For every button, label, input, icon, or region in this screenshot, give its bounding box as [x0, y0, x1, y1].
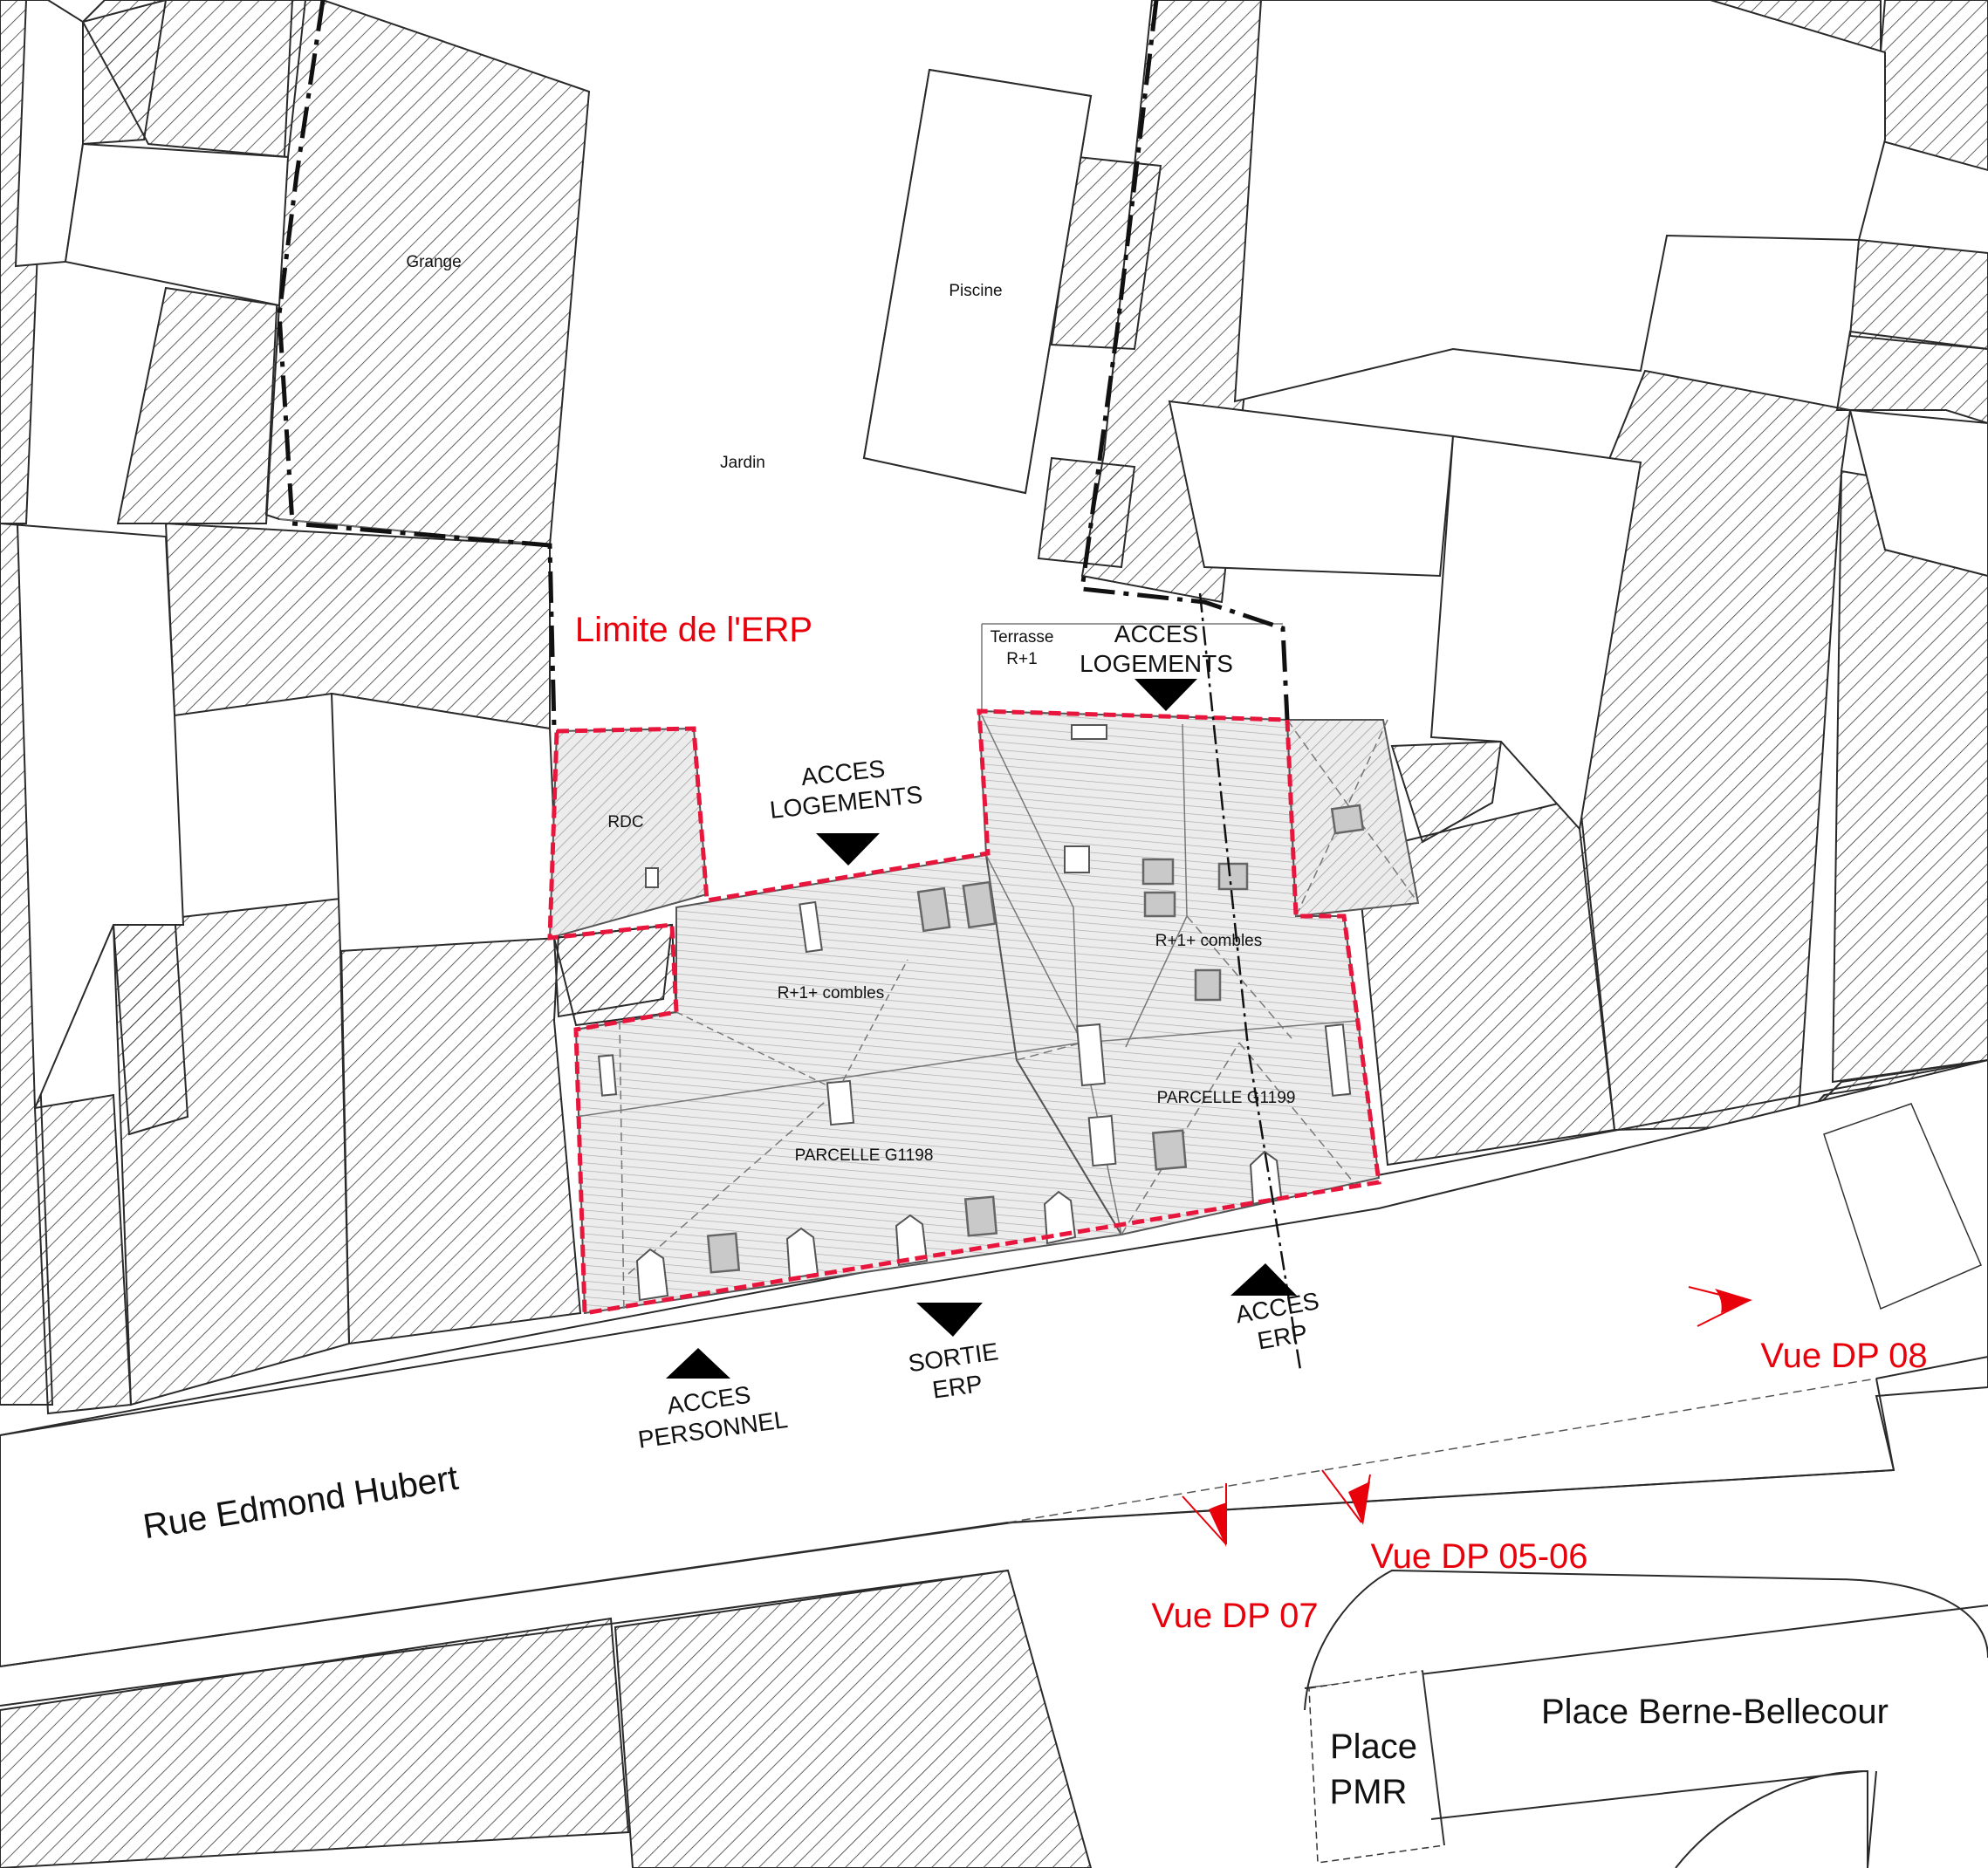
terrasse-label: Terrasse: [991, 628, 1054, 647]
roof-windows: [706, 804, 1365, 1274]
erp-limit-label: Limite de l'ERP: [575, 611, 812, 649]
piscine-outline: [862, 68, 1093, 495]
parcel-g1199-label: PARCELLE G1199: [1157, 1089, 1296, 1107]
crosswalk: [1823, 1103, 1982, 1310]
access-arrow-icon: [666, 1348, 730, 1379]
project-buildings: [548, 623, 1420, 1315]
access-arrows: [666, 679, 1297, 1379]
streets: [0, 1058, 1988, 1868]
parcel-g1198-label: PARCELLE G1198: [795, 1146, 934, 1165]
view-dp07-label: Vue DP 07: [1151, 1597, 1318, 1635]
place-name-label: Place Berne-Bellecour: [1541, 1693, 1889, 1731]
pmr-place-line1: Place: [1330, 1728, 1417, 1766]
view-direction-icon: [1321, 1469, 1371, 1525]
access-arrow-icon: [1231, 1263, 1297, 1296]
access-logements-north-line2: LOGEMENTS: [1080, 650, 1233, 677]
terrasse-level-label: R+1: [1006, 650, 1037, 668]
view-dp0506-label: Vue DP 05-06: [1370, 1537, 1587, 1576]
dormers: [635, 1150, 1283, 1302]
rdc-label: RDC: [607, 813, 643, 831]
access-logements-north-line1: ACCES: [1114, 620, 1198, 647]
erp-limit-outline: [547, 708, 1381, 1316]
jardin-label: Jardin: [720, 454, 765, 472]
access-arrow-icon: [916, 1303, 983, 1337]
view-dp08-label: Vue DP 08: [1760, 1337, 1927, 1375]
property-limit: [277, 0, 1302, 1371]
access-arrow-icon: [1135, 679, 1197, 711]
access-arrow-icon: [816, 833, 880, 866]
pmr-place-line2: PMR: [1330, 1773, 1408, 1811]
view-direction-icon: [1688, 1286, 1752, 1327]
piscine-label: Piscine: [949, 282, 1002, 300]
garden-area: [278, 68, 1093, 546]
view-direction-icon: [1182, 1483, 1227, 1547]
r1-combles-west-label: R+1+ combles: [778, 984, 885, 1002]
r1-combles-east-label: R+1+ combles: [1155, 932, 1263, 950]
access-logements-mid-line2: LOGEMENTS: [768, 781, 923, 824]
grange-label: Grange: [406, 253, 461, 271]
view-markers: [1182, 1286, 1752, 1547]
